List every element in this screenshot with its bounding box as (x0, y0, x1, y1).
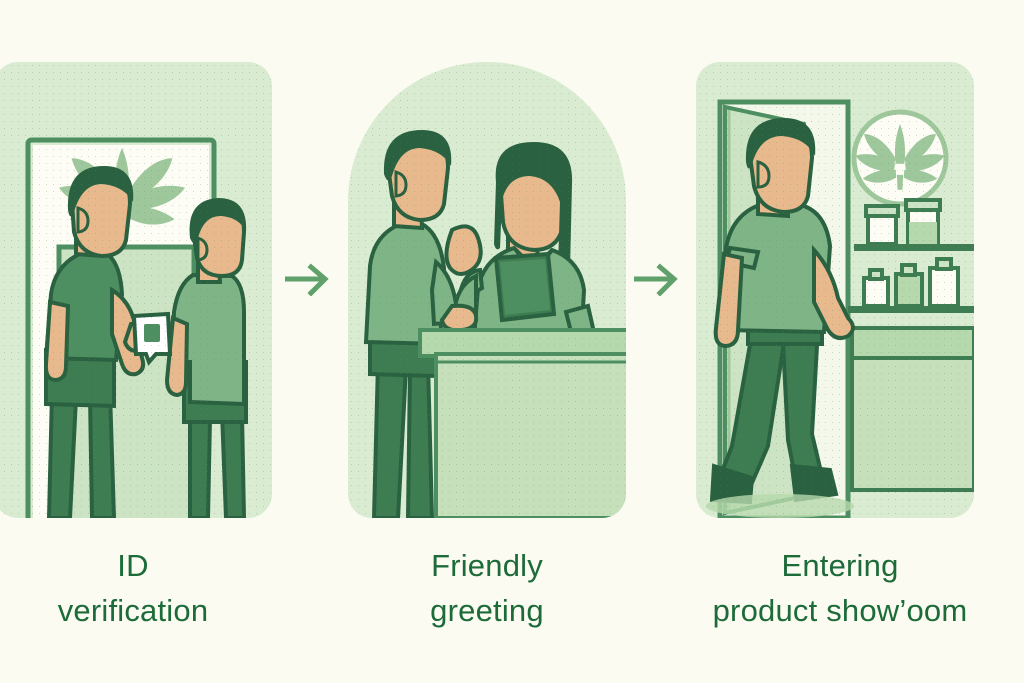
ear (394, 169, 408, 198)
cannabis-leaf-badge (851, 109, 949, 207)
tablet-device (493, 251, 557, 323)
arm-front (812, 244, 855, 340)
tshirt (169, 272, 246, 407)
caption-friendly-greeting: Friendly greeting (348, 543, 626, 633)
caption-id-verification: ID verification (0, 543, 272, 633)
panel-id-verification (0, 62, 272, 518)
product-shelf-top (854, 198, 974, 251)
ear (196, 235, 209, 262)
caption-product-showroom: Entering product show’oom (690, 543, 990, 633)
caption-line-1: ID (117, 548, 149, 583)
customer (363, 130, 479, 518)
waving-hand (444, 224, 483, 276)
caption-line-1: Friendly (431, 548, 543, 583)
shelf-board-bottom (848, 306, 974, 313)
display-counter (850, 326, 974, 492)
panel-friendly-greeting (348, 62, 626, 518)
arrow-right-icon (284, 263, 329, 297)
arm-left (43, 299, 71, 383)
ear (756, 160, 771, 189)
caption-line-1: Entering (781, 548, 899, 583)
hand (439, 303, 479, 333)
tshirt (719, 201, 833, 335)
hair (383, 130, 452, 181)
shelf-board-top (854, 244, 974, 251)
sweater (363, 219, 447, 347)
product-shelf-bottom (848, 257, 974, 313)
hair (189, 198, 247, 243)
arrow-step-1-to-2 (284, 262, 331, 297)
ear (76, 205, 90, 234)
reception-counter (418, 328, 626, 518)
scene-friendly-greeting (363, 130, 626, 518)
hair (67, 166, 134, 217)
floor-shadow (706, 494, 854, 518)
arm (164, 315, 190, 398)
id-photo (144, 324, 160, 342)
hair (745, 118, 816, 169)
caption-line-2: product show’oom (712, 593, 968, 628)
arm-back (713, 251, 745, 349)
scene-id-verification (25, 137, 248, 518)
caption-line-2: verification (57, 593, 209, 628)
product-jars (864, 198, 942, 246)
id-card (131, 311, 173, 366)
panel-product-showroom (696, 62, 974, 518)
walking-customer (709, 118, 855, 505)
arrow-right-icon (633, 263, 678, 297)
arrow-step-2-to-3 (633, 262, 680, 297)
caption-line-2: greeting (430, 593, 544, 628)
product-bottles (862, 257, 960, 308)
customer-back (164, 198, 248, 518)
doorway-frame (25, 137, 217, 518)
hair (494, 142, 573, 273)
scene-product-showroom (706, 99, 974, 518)
shoe-front (789, 463, 839, 503)
